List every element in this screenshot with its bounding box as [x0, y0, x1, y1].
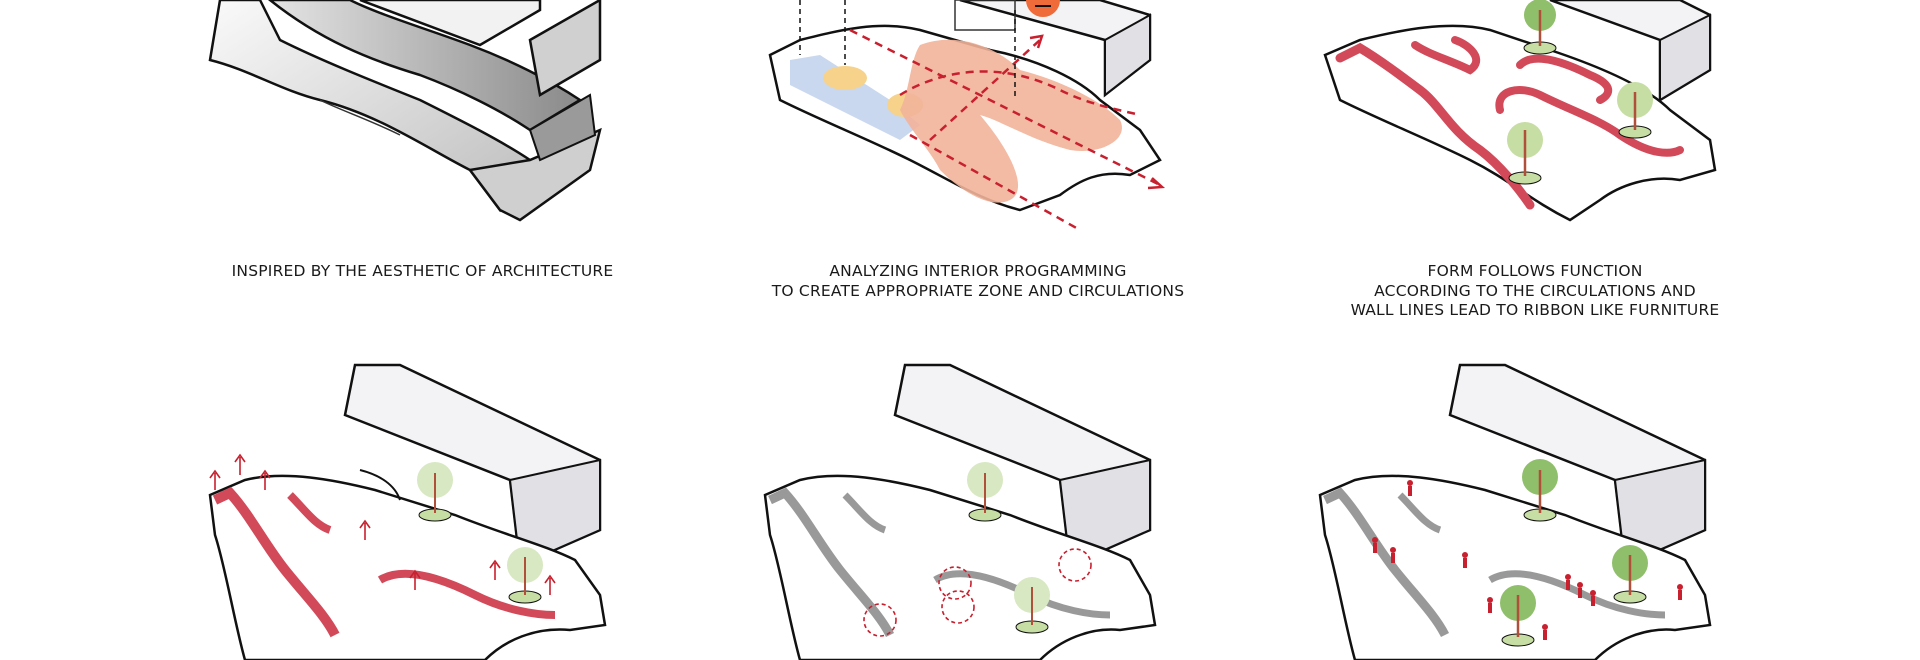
caption-1: INSPIRED BY THE AESTHETIC OF ARCHITECTUR… — [200, 262, 645, 282]
caption-3: FORM FOLLOWS FUNCTION ACCORDING TO THE C… — [1330, 262, 1740, 321]
diagram-panel-6 — [1315, 363, 1735, 660]
caption-2-line-2: TO CREATE APPROPRIATE ZONE AND CIRCULATI… — [771, 281, 1185, 300]
arrow-up-icon — [209, 453, 556, 595]
caption-1-line-1: INSPIRED BY THE AESTHETIC OF ARCHITECTUR… — [231, 262, 614, 280]
extrusion-diagram — [208, 363, 607, 660]
diagram-panel-3 — [1320, 0, 1740, 240]
caption-2: ANALYZING INTERIOR PROGRAMMING TO CREATE… — [768, 262, 1188, 301]
caption-2-line-1: ANALYZING INTERIOR PROGRAMMING — [829, 262, 1127, 280]
diagram-panel-5 — [760, 363, 1180, 660]
tree-icon — [1612, 545, 1648, 604]
tree-icon — [1014, 577, 1050, 634]
zone-salmon — [900, 39, 1122, 203]
ribbon-furniture-diagram — [1323, 0, 1717, 222]
tree-icon — [1500, 585, 1536, 647]
wavy-form-diagram — [208, 0, 602, 222]
diagram-panel-1 — [200, 0, 620, 230]
person-icon — [1372, 480, 1683, 640]
tree-icon — [507, 547, 543, 604]
diagram-panel-4 — [205, 363, 625, 660]
tree-icon — [1617, 82, 1653, 139]
tree-icon — [417, 462, 453, 522]
pin-marker-icon — [1026, 0, 1060, 17]
caption-3-line-3: WALL LINES LEAD TO RIBBON LIKE FURNITURE — [1350, 301, 1720, 319]
caption-3-line-2: ACCORDING TO THE CIRCULATIONS AND — [1374, 281, 1696, 300]
tree-icon — [1523, 0, 1557, 55]
diagram-panel-2 — [760, 0, 1180, 240]
zone-yellow-1 — [823, 66, 867, 90]
tree-icon — [967, 462, 1003, 522]
zoning-diagram — [768, 0, 1166, 232]
caption-3-line-1: FORM FOLLOWS FUNCTION — [1427, 262, 1643, 280]
details-diagram — [763, 363, 1157, 660]
tree-icon — [1507, 122, 1543, 185]
occupancy-diagram — [1318, 363, 1712, 660]
zone-blue — [790, 55, 920, 140]
tree-icon — [1522, 459, 1558, 522]
